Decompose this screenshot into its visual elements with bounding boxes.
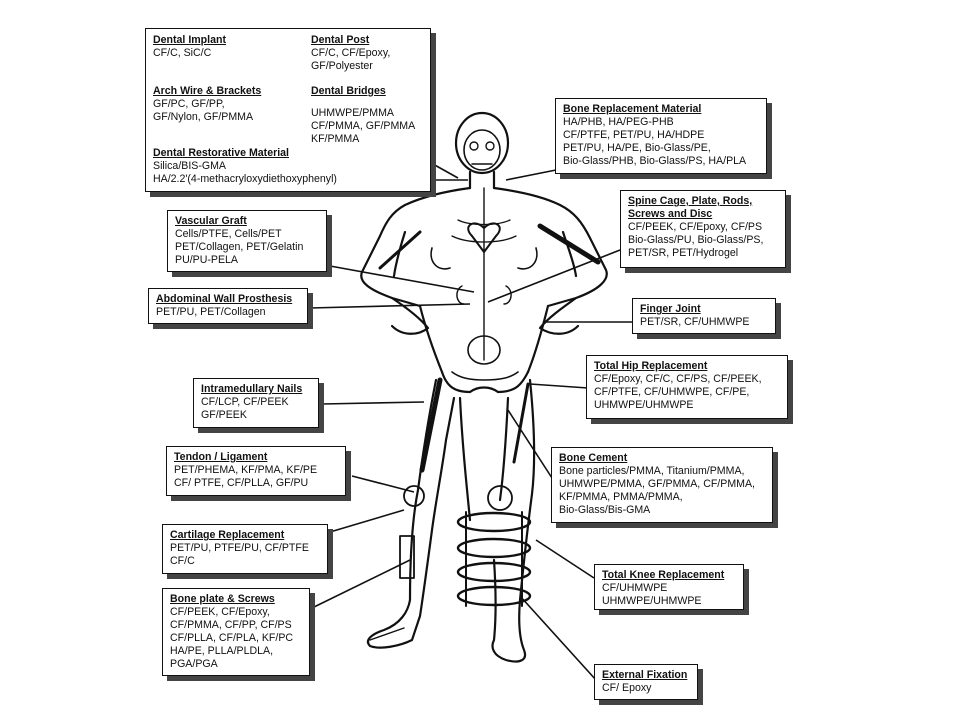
bone-replacement-title: Bone Replacement Material [563,103,702,115]
spine-title-2: Screws and Disc [628,208,713,220]
arch-wire-line-1: GF/PC, GF/PP, [153,98,225,110]
bone-cement-line-4: Bio-Glass/Bis-GMA [559,504,651,516]
tendon-ligament-title: Tendon / Ligament [174,451,268,463]
cartilage-replacement-line-2: CF/C [170,555,195,567]
spine-title: Spine Cage, Plate, Rods, [628,195,753,207]
dental-restorative-group: Dental Restorative Material Silica/BIS-G… [153,147,337,186]
total-hip-box: Total Hip Replacement CF/Epoxy, CF/C, CF… [586,355,788,419]
bone-replacement-line-4: Bio-Glass/PHB, Bio-Glass/PS, HA/PLA [563,155,747,167]
total-hip-line-3: UHMWPE/UHMWPE [594,399,694,411]
external-fixation-box: External Fixation CF/ Epoxy [594,664,698,700]
bone-cement-title: Bone Cement [559,452,628,464]
dental-restorative-title: Dental Restorative Material [153,147,290,159]
dental-applications-box: Dental Implant CF/C, SiC/C Dental Post C… [145,28,431,192]
bone-cement-line-3: KF/PMMA, PMMA/PMMA, [559,491,683,503]
abdominal-wall-line-1: PET/PU, PET/Collagen [156,306,266,318]
dental-restorative-line-1: Silica/BIS-GMA [153,160,226,172]
finger-joint-title: Finger Joint [640,303,701,315]
bone-plate-line-4: HA/PE, PLLA/PLDLA, [170,645,274,657]
body-outline [360,111,608,663]
dental-post-line-1: CF/C, CF/Epoxy, [311,47,391,59]
dental-post-title: Dental Post [311,34,370,46]
finger-joint-line-1: PET/SR, CF/UHMWPE [640,316,750,328]
bone-plate-box: Bone plate & Screws CF/PEEK, CF/Epoxy, C… [162,588,310,676]
dental-implant-group: Dental Implant CF/C, SiC/C [153,34,226,60]
cartilage-replacement-line-1: PET/PU, PTFE/PU, CF/PTFE [170,542,309,554]
vascular-graft-title: Vascular Graft [175,215,247,227]
dental-bridges-line-1: UHMWPE/PMMA [311,107,394,119]
vascular-graft-line-1: Cells/PTFE, Cells/PET [175,228,282,240]
intramedullary-nails-line-1: CF/LCP, CF/PEEK [201,396,289,408]
arch-wire-title: Arch Wire & Brackets [153,85,262,97]
intramedullary-nails-line-2: GF/PEEK [201,409,247,421]
dental-bridges-line-3: KF/PMMA [311,133,360,145]
dental-bridges-title: Dental Bridges [311,85,386,97]
bone-cement-line-1: Bone particles/PMMA, Titanium/PMMA, [559,465,745,477]
bone-cement-line-2: UHMWPE/PMMA, GF/PMMA, CF/PMMA, [559,478,755,490]
bone-replacement-line-3: PET/PU, HA/PE, Bio-Glass/PE, [563,142,711,154]
total-knee-title: Total Knee Replacement [602,569,725,581]
tendon-ligament-line-1: PET/PHEMA, KF/PMA, KF/PE [174,464,318,476]
bone-cement-box: Bone Cement Bone particles/PMMA, Titaniu… [551,447,773,523]
spine-line-2: Bio-Glass/PU, Bio-Glass/PS, [628,234,764,246]
total-knee-box: Total Knee Replacement CF/UHMWPE UHMWPE/… [594,564,744,610]
dental-bridges-group: Dental Bridges UHMWPE/PMMA CF/PMMA, GF/P… [311,85,415,146]
bone-plate-line-1: CF/PEEK, CF/Epoxy, [170,606,270,618]
cartilage-replacement-box: Cartilage Replacement PET/PU, PTFE/PU, C… [162,524,328,574]
bone-replacement-line-1: HA/PHB, HA/PEG-PHB [563,116,674,128]
total-hip-line-1: CF/Epoxy, CF/C, CF/PS, CF/PEEK, [594,373,762,385]
intramedullary-nails-title: Intramedullary Nails [201,383,303,395]
bone-replacement-line-2: CF/PTFE, PET/PU, HA/HDPE [563,129,705,141]
abdominal-wall-box: Abdominal Wall Prosthesis PET/PU, PET/Co… [148,288,308,324]
cartilage-replacement-title: Cartilage Replacement [170,529,285,541]
tendon-ligament-box: Tendon / Ligament PET/PHEMA, KF/PMA, KF/… [166,446,346,496]
total-hip-line-2: CF/PTFE, CF/UHMWPE, CF/PE, [594,386,750,398]
bone-plate-line-5: PGA/PGA [170,658,218,670]
spine-line-3: PET/SR, PET/Hydrogel [628,247,739,259]
abdominal-wall-title: Abdominal Wall Prosthesis [156,293,293,305]
bone-plate-line-2: CF/PMMA, CF/PP, CF/PS [170,619,292,631]
tendon-ligament-line-2: CF/ PTFE, CF/PLLA, GF/PU [174,477,309,489]
arch-wire-group: Arch Wire & Brackets GF/PC, GF/PP, GF/Ny… [153,85,261,124]
external-fixation-title: External Fixation [602,669,688,681]
bone-plate-line-3: CF/PLLA, CF/PLA, KF/PC [170,632,294,644]
dental-bridges-line-2: CF/PMMA, GF/PMMA [311,120,416,132]
arch-wire-line-2: GF/Nylon, GF/PMMA [153,111,254,123]
total-hip-title: Total Hip Replacement [594,360,708,372]
dental-restorative-line-2: HA/2.2'(4-methacryloxydiethoxyphenyl) [153,173,337,185]
vascular-graft-line-3: PU/PU-PELA [175,254,238,266]
external-fixation-line-1: CF/ Epoxy [602,682,652,694]
bone-plate-title: Bone plate & Screws [170,593,275,605]
dental-post-group: Dental Post CF/C, CF/Epoxy, GF/Polyester [311,34,390,73]
spine-box: Spine Cage, Plate, Rods, Screws and Disc… [620,190,786,268]
total-knee-line-1: CF/UHMWPE [602,582,668,594]
dental-implant-title: Dental Implant [153,34,226,46]
dental-post-line-2: GF/Polyester [311,60,373,72]
spine-line-1: CF/PEEK, CF/Epoxy, CF/PS [628,221,763,233]
vascular-graft-box: Vascular Graft Cells/PTFE, Cells/PET PET… [167,210,327,272]
finger-joint-box: Finger Joint PET/SR, CF/UHMWPE [632,298,776,334]
intramedullary-nails-box: Intramedullary Nails CF/LCP, CF/PEEK GF/… [193,378,319,428]
dental-implant-line-1: CF/C, SiC/C [153,47,212,59]
bone-replacement-box: Bone Replacement Material HA/PHB, HA/PEG… [555,98,767,174]
vascular-graft-line-2: PET/Collagen, PET/Gelatin [175,241,304,253]
total-knee-line-2: UHMWPE/UHMWPE [602,595,702,607]
